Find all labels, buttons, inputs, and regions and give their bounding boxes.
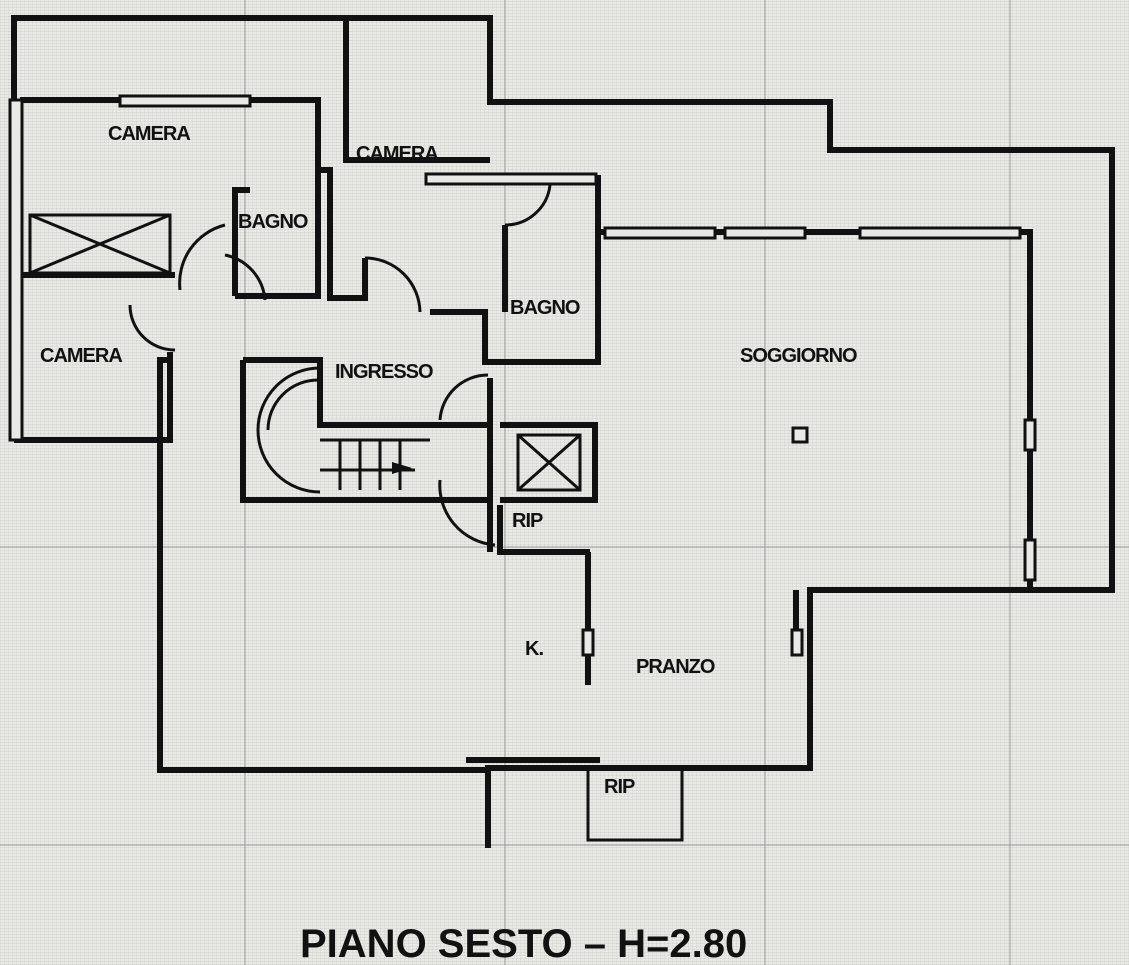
label-pranzo: PRANZO (636, 656, 715, 678)
label-camera-nw: CAMERA (108, 123, 190, 145)
outer-walls (11, 15, 1115, 848)
windows (8, 94, 1037, 657)
plan-title: PIANO SESTO – H=2.80 (300, 922, 747, 965)
label-camera-w: CAMERA (40, 345, 122, 367)
label-rip-2: RIP (604, 776, 635, 798)
label-k: K. (525, 638, 543, 660)
staircase-left (28, 213, 172, 275)
interior-walls (20, 97, 1033, 763)
label-camera-n: CAMERA (356, 143, 438, 165)
spiral-stair (256, 366, 430, 494)
label-rip-1: RIP (512, 510, 543, 532)
label-ingresso: INGRESSO (335, 361, 433, 383)
label-bagno-1: BAGNO (238, 211, 308, 233)
label-soggiorno: SOGGIORNO (740, 345, 857, 367)
doors (128, 184, 552, 547)
label-bagno-2: BAGNO (510, 297, 580, 319)
shaft (516, 433, 582, 492)
